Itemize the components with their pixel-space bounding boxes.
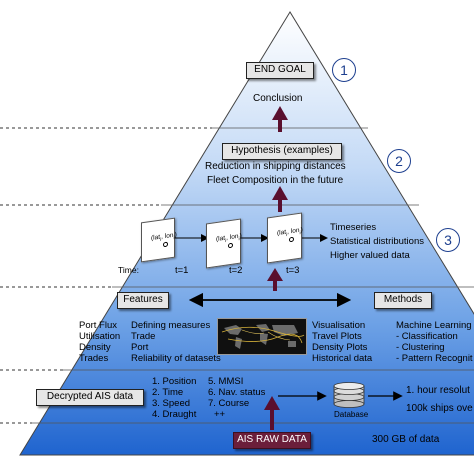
raw-data-size-text: 300 GB of data [372, 434, 440, 445]
end-goal-box: END GOAL [246, 62, 314, 79]
level-separators [32, 127, 474, 424]
output-timeseries: Timeseries [330, 222, 377, 233]
methods-col1-item-2: Travel Plots [312, 331, 362, 342]
methods-box: Methods [374, 292, 432, 309]
ais-stat-resolution: 1. hour resolut [406, 385, 470, 396]
output-higher-valued-data: Higher valued data [330, 250, 410, 261]
ais-field-5: 5. MMSI [208, 376, 244, 387]
ais-field-6: 6. Nav. status [208, 387, 266, 398]
methods-col2-item-2: - Classification [396, 331, 458, 342]
hypothesis-box: Hypothesis (examples) [222, 143, 342, 160]
methods-col2-item-1: Machine Learning [396, 320, 472, 331]
methods-col1-item-4: Historical data [312, 353, 373, 364]
methods-col2-item-3: - Clustering [396, 342, 445, 353]
ais-field-7: 7. Course [208, 398, 250, 409]
methods-col1-item-3: Density Plots [312, 342, 368, 353]
methods-col1-item-1: Visualisation [312, 320, 366, 331]
conclusion-text: Conclusion [253, 93, 303, 104]
ais-field-more: ++ [214, 409, 226, 420]
ais-field-1: 1. Position [152, 376, 197, 387]
arrow-up-2 [272, 186, 288, 212]
timestep-card-2: (lati, loni) [206, 218, 242, 269]
ais-raw-data-box: AIS RAW DATA [233, 432, 311, 449]
timestep-label-2: t=2 [229, 265, 243, 276]
arrow-up-1 [272, 106, 288, 132]
features-col2-item-2: Trade [131, 331, 156, 342]
output-statistical-distributions: Statistical distributions [330, 236, 424, 247]
methods-col2-item-4: - Pattern Recognit [396, 353, 473, 364]
time-label: Time: [118, 265, 139, 275]
ais-field-3: 3. Speed [152, 398, 191, 409]
world-map-image [217, 318, 307, 355]
features-col2-item-3: Port [131, 342, 149, 353]
ais-field-2: 2. Time [152, 387, 184, 398]
world-map-graphic [218, 319, 306, 354]
features-col2-item-1: Defining measures [131, 320, 211, 331]
dashed-guides [0, 127, 212, 424]
level-number-3: 3 [436, 228, 460, 252]
hypothesis-line-2: Fleet Composition in the future [207, 175, 344, 186]
features-col2-item-4: Reliability of datasets [131, 353, 221, 364]
decrypted-ais-data-box: Decrypted AIS data [36, 389, 144, 406]
database-icon [333, 382, 365, 408]
features-col1-item-2: Utilisation [79, 331, 121, 342]
timestep-card-1: (lati, loni) [141, 217, 177, 263]
timestep-card-3: (lati, loni) [267, 212, 303, 264]
arrow-up-4 [264, 396, 280, 430]
ais-field-4: 4. Draught [152, 409, 197, 420]
features-col1-item-3: Density [79, 342, 111, 353]
level-arrows [264, 106, 288, 430]
timestep-label-1: t=1 [175, 265, 189, 276]
level-number-2: 2 [387, 149, 411, 173]
hypothesis-line-1: Reduction in shipping distances [205, 161, 346, 172]
arrow-up-3 [267, 268, 283, 291]
features-box: Features [117, 292, 169, 309]
card-1-point [163, 241, 168, 248]
level-number-1: 1 [332, 58, 356, 82]
card-3-point [289, 236, 294, 243]
database-label: Database [334, 410, 369, 419]
features-col1-item-1: Port Flux [79, 320, 118, 331]
card-2-point [228, 242, 233, 249]
features-col1-item-4: Trades [79, 353, 109, 364]
timestep-label-3: t=3 [286, 265, 300, 276]
ais-stat-ships: 100k ships ove [406, 403, 473, 414]
